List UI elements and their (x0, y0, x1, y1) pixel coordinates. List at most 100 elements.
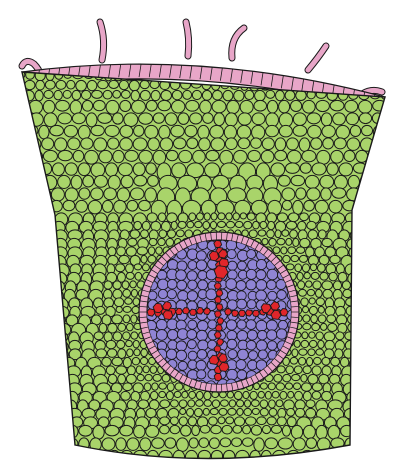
endodermis-cell-wall (145, 340, 154, 345)
cortex-cell (296, 271, 304, 281)
endodermis-cell-wall (270, 256, 277, 263)
cortex-cell (285, 263, 295, 271)
cortex-cell (37, 288, 50, 301)
cortex-cell (395, 340, 406, 354)
cortex-cell (119, 424, 134, 437)
cortex-cell (302, 322, 312, 331)
cortex-cell (78, 424, 93, 437)
stele-cell (155, 329, 168, 341)
cortex-cell (27, 237, 42, 251)
endodermis-cell-wall (245, 378, 250, 387)
cortex-cell (90, 124, 105, 137)
cortex-cell (188, 437, 199, 449)
cortex-cell (244, 89, 255, 101)
cortex-cell (281, 424, 292, 437)
cortex-cell (22, 79, 25, 90)
endodermis-cell-wall (286, 284, 295, 288)
epidermis-cell-wall (301, 78, 305, 92)
endodermis-cell-wall (266, 365, 273, 372)
cortex-cell (235, 449, 250, 459)
cortex-cell (170, 220, 178, 230)
cortex-cell (383, 112, 385, 125)
xylem-vessel (174, 307, 184, 316)
xylem-vessel (188, 308, 197, 316)
stele-cell (236, 330, 249, 342)
cortex-cell (144, 124, 159, 140)
cortex-cell (194, 220, 203, 229)
cortex-cell (292, 382, 302, 391)
cortex-cell (52, 399, 64, 413)
cortex-cell (26, 280, 40, 293)
stele-cell (237, 260, 247, 271)
endodermis-cell-wall (273, 358, 281, 364)
cortex-cell (158, 124, 171, 140)
cortex-cell (356, 297, 370, 312)
cortex-cell (43, 89, 54, 99)
cortex-cell (266, 416, 277, 426)
cortex-cell (318, 254, 330, 266)
cortex-cell (212, 174, 230, 190)
cortex-cell (44, 79, 56, 90)
cortex-cell (68, 463, 81, 469)
cortex-cell (289, 356, 299, 365)
cortex-cell (86, 79, 98, 92)
root-hair (183, 19, 192, 59)
cortex-cell (107, 322, 118, 334)
cortex-cell (169, 416, 179, 426)
cortex-cell (169, 424, 181, 435)
cortex-cell (225, 212, 233, 221)
cortex-cell (122, 356, 132, 369)
cortex-cell (159, 137, 174, 152)
cortex-cell (281, 187, 296, 202)
cortex-cell (28, 390, 42, 403)
cortex-cell (286, 149, 302, 164)
cortex-cell (336, 72, 348, 79)
cortex-cell (272, 246, 281, 254)
cortex-cell (208, 416, 218, 426)
cortex-cell (308, 305, 318, 316)
stele-cell (237, 348, 249, 361)
cortex-cell (54, 305, 70, 320)
cortex-cell (267, 220, 276, 231)
endodermis-cell-wall (142, 289, 150, 293)
cortex-cell (293, 339, 301, 348)
cortex-cell (158, 382, 167, 390)
cortex-cell (39, 254, 53, 268)
stele-cell (197, 270, 208, 281)
cortex-cell (270, 424, 283, 434)
cortex-cell (159, 399, 171, 409)
cortex-cell (90, 162, 106, 178)
cortex-cell (253, 99, 268, 112)
cortex-cell (395, 383, 406, 395)
cortex-cell (389, 281, 402, 293)
cortex-cell (281, 229, 290, 237)
endodermis-cell-wall (150, 349, 159, 355)
cortex-cell (343, 149, 356, 163)
cortex-cell (368, 220, 381, 233)
cortex-cell (125, 373, 137, 384)
cortex-cell (139, 89, 151, 101)
cortex-cell (363, 416, 376, 430)
endodermis-cell-wall (286, 336, 295, 340)
endodermis-cell-wall (258, 245, 265, 253)
xylem-vessel (214, 324, 223, 332)
cortex-cell (107, 254, 119, 266)
endodermis-cell-wall (277, 354, 284, 360)
cortex-cell (137, 399, 150, 410)
cortex-cell (314, 199, 329, 214)
cortex-cell (304, 174, 320, 189)
cortex-cell (187, 416, 198, 427)
cortex-cell (151, 382, 159, 391)
cortex-cell (125, 339, 133, 348)
cortex-cell (242, 424, 252, 435)
cortex-cell (111, 356, 123, 367)
cortex-cell (54, 365, 67, 380)
cortex-cell (138, 112, 154, 125)
endodermis-cell-wall (263, 368, 269, 376)
cortex-cell (22, 280, 27, 294)
cortex-cell (327, 322, 338, 332)
cortex-cell (56, 322, 72, 337)
root-hair (97, 19, 107, 63)
cortex-cell (264, 390, 272, 400)
cortex-cell (53, 407, 68, 422)
